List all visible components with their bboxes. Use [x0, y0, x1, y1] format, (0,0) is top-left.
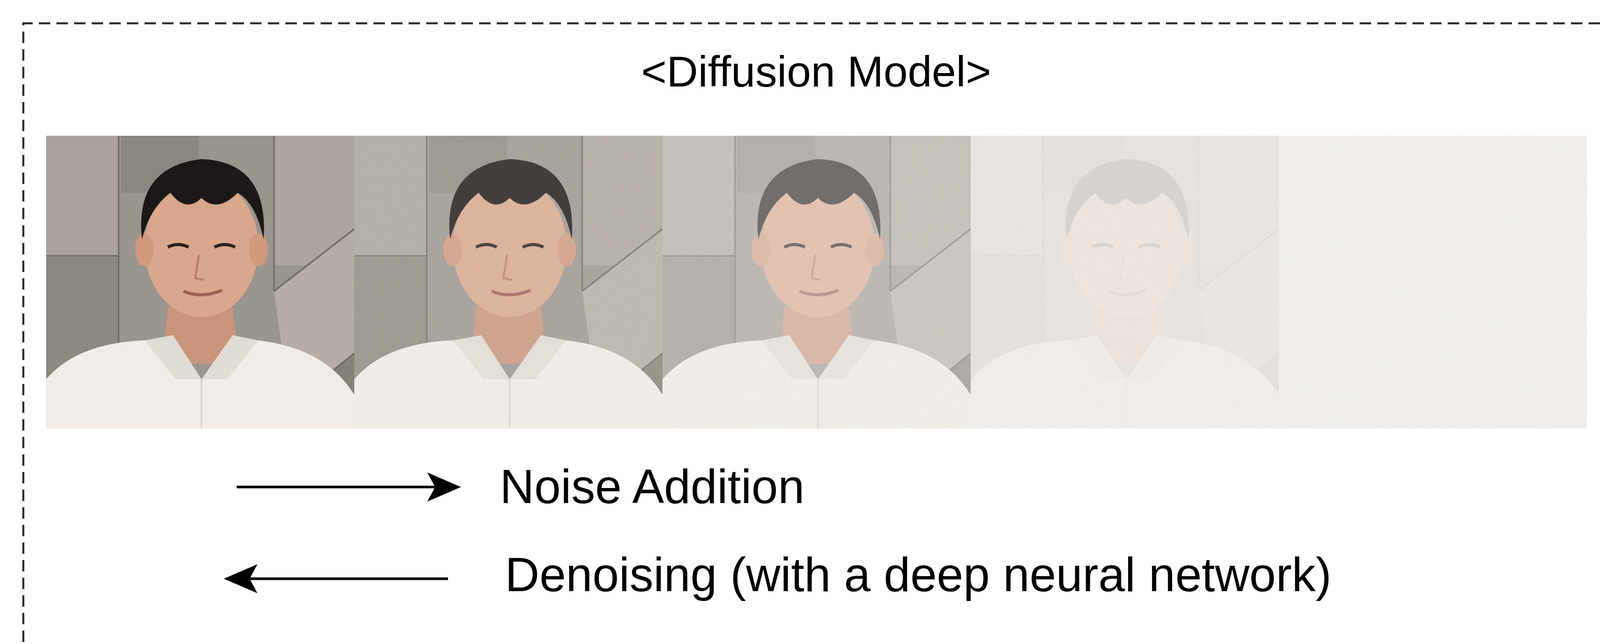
- arrow-label: Denoising (with a deep neural network): [505, 547, 1332, 603]
- dashed-frame: [23, 23, 1600, 644]
- right-arrow: [236, 472, 461, 502]
- image-panel: [970, 135, 1279, 429]
- image-panel: [46, 135, 355, 429]
- image-panel: [662, 135, 971, 429]
- arrow-label: Noise Addition: [499, 459, 805, 515]
- image-panel: [1278, 135, 1588, 429]
- diagram-title: <Diffusion Model>: [641, 46, 992, 97]
- image-panel: [354, 135, 663, 429]
- left-arrow: [223, 564, 449, 594]
